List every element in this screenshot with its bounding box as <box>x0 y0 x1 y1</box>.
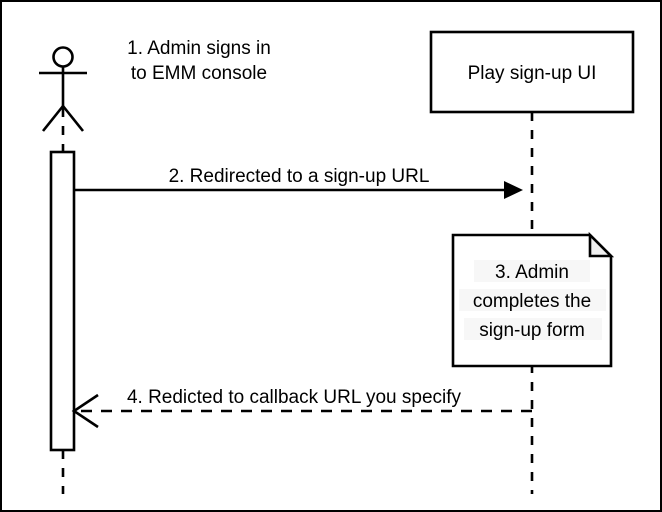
actor-label-line1: 1. Admin signs in <box>127 38 271 59</box>
note-text-highlight-1 <box>474 260 590 282</box>
note-text-highlight-2 <box>459 289 606 311</box>
note-admin-completes-form[interactable]: 3. Admin completes the sign-up form <box>451 231 615 368</box>
note-text-highlight-3 <box>464 318 602 340</box>
actor-label-line2: to EMM console <box>131 63 267 84</box>
message-2-label: 2. Redirected to a sign-up URL <box>169 166 430 187</box>
note-fold-corner-icon <box>588 231 615 258</box>
note-label-line3: sign-up form <box>479 320 585 341</box>
message-4-label: 4. Redicted to callback URL you specify <box>127 387 462 408</box>
note-label-line2: completes the <box>473 291 591 312</box>
participant-box-label: Play sign-up UI <box>468 63 597 84</box>
message-2-arrowhead-icon <box>504 181 523 199</box>
actor-left-leg-icon <box>41 105 65 132</box>
participant-box-play-signup-ui[interactable] <box>429 30 635 114</box>
message-4-arrowhead-icon <box>71 393 99 429</box>
actor-right-leg-icon <box>61 105 85 132</box>
actor-activation-bar <box>49 150 76 452</box>
note-label-line1: 3. Admin <box>495 262 569 283</box>
actor-head-icon <box>52 46 74 68</box>
admin-actor-figure[interactable] <box>39 46 87 132</box>
